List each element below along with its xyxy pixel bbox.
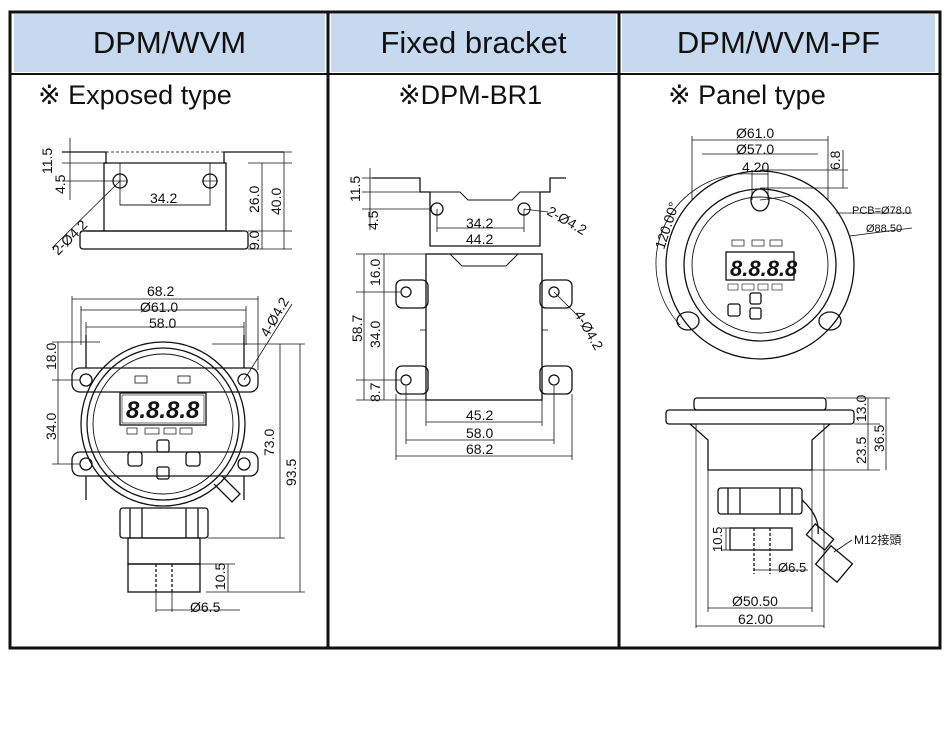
dim-label: 4.5 [52, 174, 68, 194]
exposed-front-view [52, 296, 305, 612]
dim-label: 18.0 [43, 343, 59, 370]
dim-label: 16.0 [367, 259, 383, 286]
dim-label: 34.0 [43, 413, 59, 440]
dim-label: 4.5 [365, 210, 381, 230]
dim-label: Ø88.50 [866, 223, 902, 235]
dim-label: 68.2 [147, 283, 174, 299]
subtitle-panel-type: ※ Panel type [668, 80, 826, 110]
dim-label: Ø50.50 [732, 593, 778, 609]
display-digits: 8.8.8.8 [126, 397, 200, 424]
dim-label: 2-Ø4.2 [545, 203, 590, 238]
dim-label: Ø6.5 [190, 599, 221, 615]
exposed-side-view [51, 138, 292, 250]
dim-label: 62.00 [738, 611, 773, 627]
subtitle-exposed-type: ※ Exposed type [38, 80, 232, 110]
panel-side-view [665, 397, 890, 628]
panel-side-labels: 13.0 36.5 23.5 10.5 Ø6.5 M12接頭 Ø50.50 62… [710, 395, 901, 627]
dim-label: 9.0 [246, 230, 262, 250]
dim-label: Ø61.0 [140, 299, 178, 315]
dim-label: 73.0 [261, 429, 277, 456]
dim-label: PCB=Ø78.0 [852, 205, 911, 217]
dim-label: 11.5 [39, 148, 55, 174]
dim-label: 6.8 [827, 150, 843, 170]
bracket-labels: 11.5 4.5 34.2 44.2 2-Ø4.2 16.0 58.7 34.0… [347, 176, 607, 457]
dim-label: 68.2 [466, 441, 493, 457]
header-fixed-bracket: Fixed bracket [331, 14, 616, 72]
dim-label: M12接頭 [854, 532, 901, 547]
header-dpm-wvm-pf: DPM/WVM-PF [622, 14, 935, 72]
panel-front-labels: 8.8.8.8 Ø61.0 Ø57.0 4.20 6.8 120.00° PCB… [652, 125, 911, 281]
dim-label: 4-Ø4.2 [571, 308, 606, 353]
dim-label: Ø61.0 [736, 125, 774, 141]
dim-label: 40.0 [268, 188, 284, 215]
display-digits: 8.8.8.8 [730, 256, 798, 281]
dim-label: 36.5 [871, 425, 887, 452]
exposed-side-labels: 11.5 4.5 34.2 2-Ø4.2 26.0 40.0 9.0 [39, 148, 284, 259]
dim-label: 34.0 [367, 321, 383, 348]
dim-label: Ø57.0 [736, 141, 774, 157]
dim-label: 120.00° [652, 200, 682, 251]
dim-label: 93.5 [283, 459, 299, 486]
dim-label: 11.5 [347, 176, 363, 202]
dim-label: 10.5 [212, 563, 228, 590]
dim-label: 44.2 [466, 231, 493, 247]
dim-label: 2-Ø4.2 [49, 216, 91, 258]
dim-label: 4-Ø4.2 [257, 294, 292, 339]
dim-label: Ø6.5 [778, 560, 806, 575]
dim-label: 58.0 [466, 425, 493, 441]
dim-label: 10.5 [710, 527, 725, 552]
bracket-top-view [362, 168, 566, 247]
dim-label: 58.0 [149, 315, 176, 331]
dim-label: 13.0 [853, 395, 869, 422]
panel-front-view [655, 136, 913, 360]
dim-label: 8.7 [367, 382, 383, 402]
bracket-front-view [356, 253, 581, 460]
dim-label: 34.2 [150, 190, 177, 206]
header-dpm-wvm: DPM/WVM [14, 14, 325, 72]
subtitle-dpm-br1: ※DPM-BR1 [398, 80, 543, 110]
dim-label: 4.20 [742, 159, 769, 175]
dim-label: 34.2 [466, 215, 493, 231]
dim-label: 26.0 [246, 186, 262, 213]
dim-label: 45.2 [466, 407, 493, 423]
dim-label: 23.5 [853, 437, 869, 464]
dim-label: 58.7 [349, 315, 365, 342]
table-frame [8, 10, 942, 650]
